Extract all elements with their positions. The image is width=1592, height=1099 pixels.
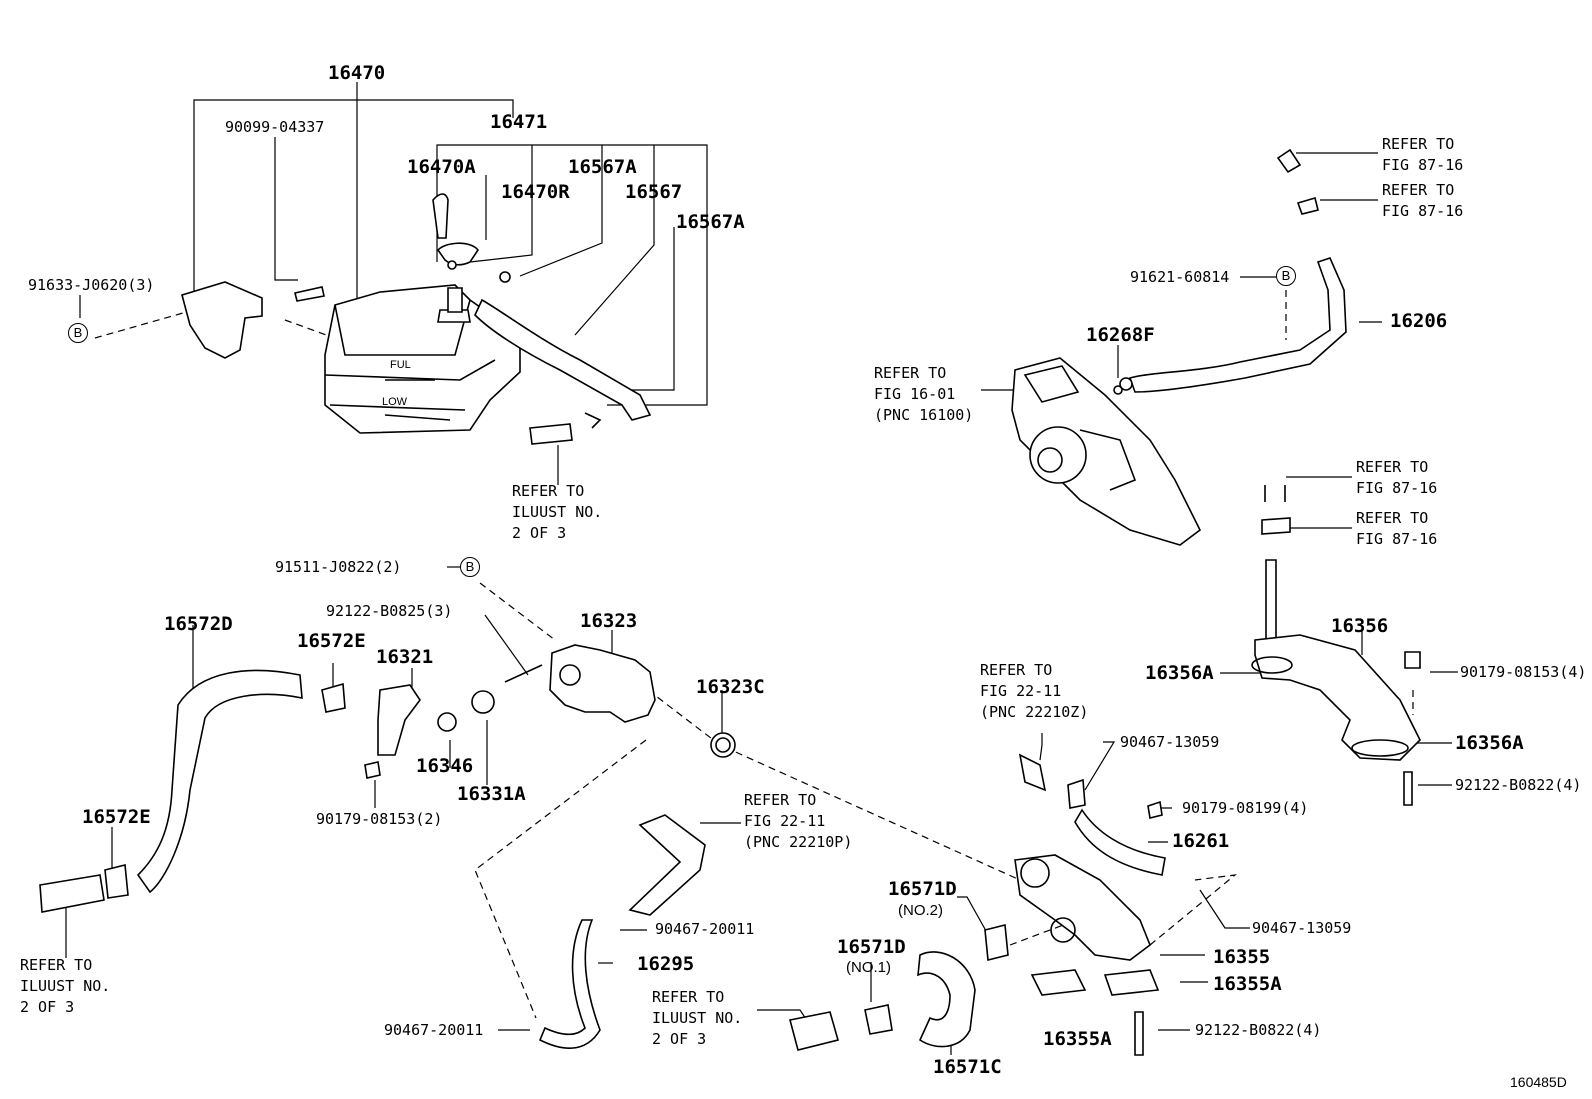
refer-fig-87-16-b[interactable]: REFER TO FIG 87-16 <box>1382 181 1464 220</box>
part-16571D-no1[interactable]: 16571D <box>837 936 906 958</box>
part-16321[interactable]: 16321 <box>376 646 434 668</box>
part-16355[interactable]: 16355 <box>1213 946 1271 968</box>
part-16571D-no1-note: (NO.1) <box>846 959 891 976</box>
part-16295[interactable]: 16295 <box>637 953 695 975</box>
refer-fig-87-16-c[interactable]: REFER TO FIG 87-16 <box>1356 458 1438 497</box>
outlet-pipe-16356-drawing <box>1251 485 1421 806</box>
part-16346[interactable]: 16346 <box>416 755 474 777</box>
part-91633-J0620[interactable]: 91633-J0620(3) <box>28 276 155 294</box>
part-90467-20011-upper[interactable]: 90467-20011 <box>655 920 755 938</box>
part-16356A-lower[interactable]: 16356A <box>1455 732 1524 754</box>
part-16206[interactable]: 16206 <box>1390 310 1448 332</box>
diagram-code: 160485D <box>1510 1074 1567 1090</box>
part-16323[interactable]: 16323 <box>580 610 638 632</box>
refer-fig-16-01[interactable]: REFER TO FIG 16-01 (PNC 16100) <box>874 364 974 424</box>
thermostat-housing-drawing <box>364 644 736 779</box>
part-90467-13059-upper[interactable]: 90467-13059 <box>1120 733 1220 751</box>
hose-drawings <box>39 669 1166 1049</box>
leader-lines <box>65 82 1458 1055</box>
callout-b-middle: B <box>460 557 480 577</box>
part-16571D-no2-note: (NO.2) <box>898 902 943 919</box>
part-16470R[interactable]: 16470R <box>501 181 570 203</box>
part-16355A-bottom[interactable]: 16355A <box>1043 1028 1112 1050</box>
part-16323C[interactable]: 16323C <box>696 676 765 698</box>
part-16571C[interactable]: 16571C <box>933 1056 1002 1078</box>
callout-b-right: B <box>1276 266 1296 286</box>
part-16355A-right[interactable]: 16355A <box>1213 973 1282 995</box>
part-16567[interactable]: 16567 <box>625 181 683 203</box>
part-16567A-upper[interactable]: 16567A <box>568 156 637 178</box>
tank-full-marking: FUL <box>390 359 411 371</box>
water-pump-drawing <box>1011 148 1347 546</box>
tank-low-marking: LOW <box>382 396 408 408</box>
part-92122-B0822-upper[interactable]: 92122-B0822(4) <box>1455 776 1582 794</box>
refer-illust-left[interactable]: REFER TO ILUUST NO. 2 OF 3 <box>20 956 111 1016</box>
part-16471[interactable]: 16471 <box>490 111 548 133</box>
part-16571D-no2[interactable]: 16571D <box>888 878 957 900</box>
water-inlet-16355-drawing <box>789 854 1160 1056</box>
coolant-reservoir-tank-drawing <box>181 193 652 445</box>
dashed-alignment-lines <box>94 290 1414 1019</box>
part-92122-B0825[interactable]: 92122-B0825(3) <box>326 602 453 620</box>
part-16572D[interactable]: 16572D <box>164 613 233 635</box>
part-16567A-lower[interactable]: 16567A <box>676 211 745 233</box>
refer-fig-22-11-p[interactable]: REFER TO FIG 22-11 (PNC 22210P) <box>744 791 853 851</box>
part-16356A-upper[interactable]: 16356A <box>1145 662 1214 684</box>
part-90099-04337[interactable]: 90099-04337 <box>225 118 325 136</box>
part-16356[interactable]: 16356 <box>1331 615 1389 637</box>
part-90467-20011-lower[interactable]: 90467-20011 <box>384 1021 484 1039</box>
refer-fig-87-16-d[interactable]: REFER TO FIG 87-16 <box>1356 509 1438 548</box>
part-16470A[interactable]: 16470A <box>407 156 476 178</box>
part-92122-B0822-lower[interactable]: 92122-B0822(4) <box>1195 1021 1322 1039</box>
part-16261[interactable]: 16261 <box>1172 830 1230 852</box>
refer-fig-87-16-a[interactable]: REFER TO FIG 87-16 <box>1382 135 1464 174</box>
part-90467-13059-lower[interactable]: 90467-13059 <box>1252 919 1352 937</box>
part-16470[interactable]: 16470 <box>328 62 386 84</box>
part-90179-08153-4[interactable]: 90179-08153(4) <box>1460 663 1587 681</box>
refer-fig-22-11-z[interactable]: REFER TO FIG 22-11 (PNC 22210Z) <box>980 661 1089 721</box>
refer-illust-bottom[interactable]: REFER TO ILUUST NO. 2 OF 3 <box>652 988 743 1048</box>
part-91511-J0822[interactable]: 91511-J0822(2) <box>275 558 402 576</box>
part-16331A[interactable]: 16331A <box>457 783 526 805</box>
callout-b-left: B <box>68 323 88 343</box>
refer-illust-tank[interactable]: REFER TO ILUUST NO. 2 OF 3 <box>512 482 603 542</box>
part-16572E-upper[interactable]: 16572E <box>297 630 366 652</box>
part-91621-60814[interactable]: 91621-60814 <box>1130 268 1230 286</box>
part-16572E-lower[interactable]: 16572E <box>82 806 151 828</box>
part-90179-08153-2[interactable]: 90179-08153(2) <box>316 810 443 828</box>
part-90179-08199[interactable]: 90179-08199(4) <box>1182 799 1309 817</box>
part-16268F[interactable]: 16268F <box>1086 324 1155 346</box>
